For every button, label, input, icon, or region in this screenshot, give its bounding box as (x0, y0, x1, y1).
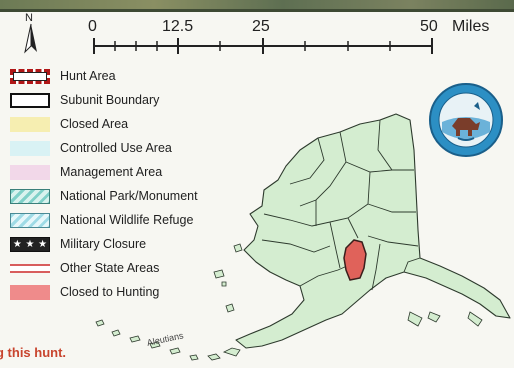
scale-tick-0: 0 (88, 18, 97, 35)
scale-bar: 0 12.5 25 50 Miles (80, 18, 510, 60)
legend-item-closed-to-hunting: Closed to Hunting (10, 282, 250, 302)
legend-label: Closed to Hunting (60, 285, 160, 299)
top-map-strip (0, 0, 514, 12)
hunt-area-swatch (10, 68, 50, 84)
scale-unit: Miles (452, 18, 490, 35)
scale-tick-12-5: 12.5 (162, 18, 194, 35)
other-state-areas-swatch (10, 263, 50, 273)
footer-text: g this hunt. (0, 345, 67, 360)
subunit-boundaries (261, 119, 421, 291)
national-park-swatch (10, 188, 50, 204)
legend-label: Controlled Use Area (60, 141, 172, 155)
legend-label: National Wildlife Refuge (60, 213, 194, 227)
wildlife-refuge-swatch (10, 212, 50, 228)
legend-item-military-closure: ★★★ Military Closure (10, 234, 250, 254)
legend-item-wildlife-refuge: National Wildlife Refuge (10, 210, 250, 230)
military-closure-swatch: ★★★ (10, 236, 50, 252)
scale-bar-graphic (93, 38, 433, 54)
north-label: N (25, 12, 33, 24)
islands (95, 243, 483, 361)
scale-tick-25: 25 (252, 18, 270, 35)
legend-item-controlled-use-area: Controlled Use Area (10, 138, 250, 158)
legend-label: Military Closure (60, 237, 147, 251)
legend-item-other-state-areas: Other State Areas (10, 258, 250, 278)
legend-label: National Park/Monument (60, 189, 198, 203)
scale-tick-50: 50 (420, 18, 438, 35)
legend-item-subunit-boundary: Subunit Boundary (10, 90, 250, 110)
legend-label: Hunt Area (60, 69, 116, 83)
legend-label: Subunit Boundary (60, 93, 160, 107)
legend-label: Other State Areas (60, 261, 160, 275)
legend-item-hunt-area: Hunt Area (10, 66, 250, 86)
legend-item-national-park: National Park/Monument (10, 186, 250, 206)
alaska-landmass (235, 113, 511, 349)
legend-item-closed-area: Closed Area (10, 114, 250, 134)
legend-item-management-area: Management Area (10, 162, 250, 182)
subunit-boundary-swatch (10, 92, 50, 108)
closed-to-hunting-swatch (10, 284, 50, 300)
star-icon: ★ (12, 238, 22, 250)
management-area-swatch (10, 164, 50, 180)
closed-area-swatch (10, 116, 50, 132)
north-arrow-icon (24, 23, 37, 54)
hunt-area (343, 239, 367, 281)
controlled-use-area-swatch (10, 140, 50, 156)
adfg-seal-icon[interactable] (428, 82, 504, 158)
legend-label: Management Area (60, 165, 163, 179)
legend-label: Closed Area (60, 117, 129, 131)
star-icon: ★ (25, 238, 35, 250)
star-icon: ★ (38, 238, 48, 250)
